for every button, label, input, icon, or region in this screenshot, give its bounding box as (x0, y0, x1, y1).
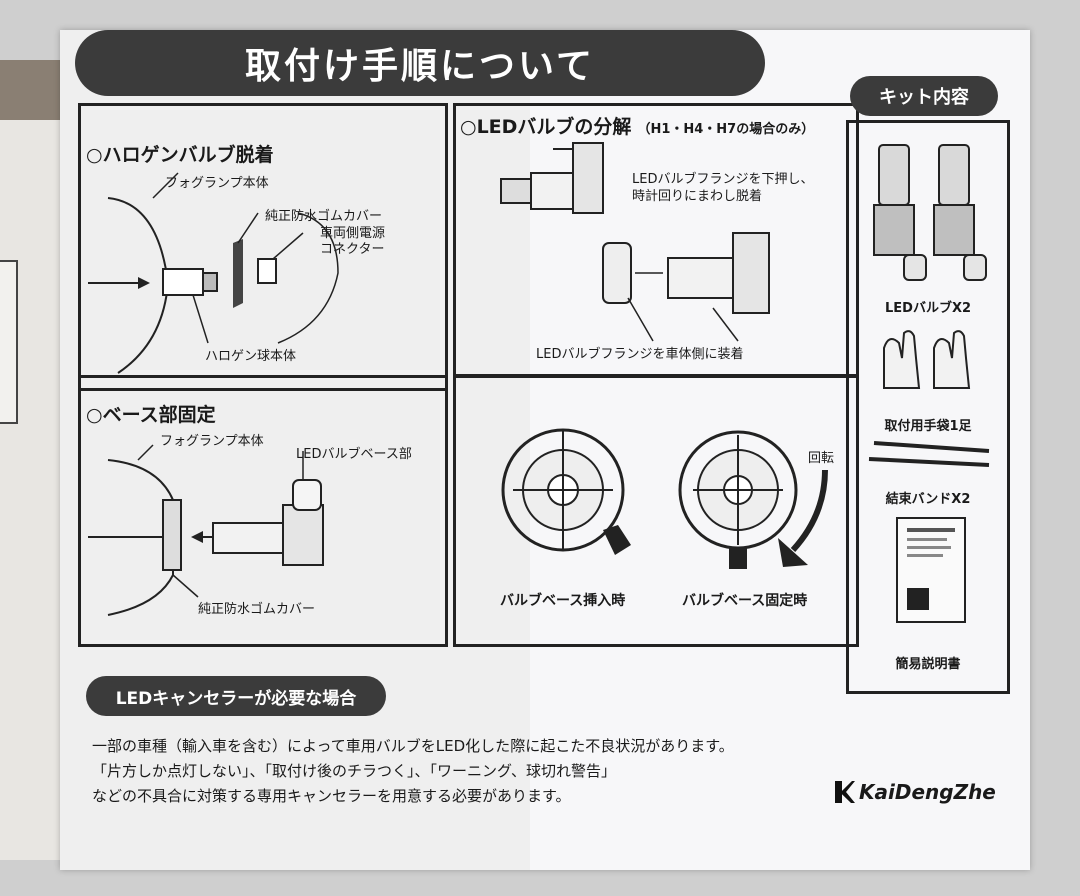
kit-item-manual: 簡易説明書 (895, 657, 961, 672)
kit-item-led-bulbs: LEDバルブX2 (884, 301, 972, 316)
label-bulb-body: ハロゲン球本体 (205, 349, 297, 364)
canceller-title: LEDキャンセラーが必要な場合 (86, 676, 386, 716)
label-flange-mount: LEDバルブフランジを車体側に装着 (536, 347, 744, 362)
label-flange-note-1: LEDバルブフランジを下押し、 (632, 172, 814, 187)
brand-logo-icon (835, 781, 855, 803)
panel-led-title-text: ○LEDバルブの分解 (460, 116, 632, 138)
label-power-connector-1: 車両側電源 (320, 226, 386, 241)
gloves-icon (883, 330, 971, 389)
label-insert: バルブベース挿入時 (500, 593, 626, 609)
led-bulbs-icon (873, 144, 987, 281)
label-base-fog-body: フォグランプ本体 (160, 434, 264, 449)
label-fog-body: フォグランプ本体 (165, 176, 269, 191)
panel-halogen (78, 103, 448, 391)
label-rubber-cover: 純正防水ゴムカバー (265, 209, 383, 224)
brand-name: KaiDengZhe (859, 780, 996, 804)
page-title: 取付け手順について (75, 30, 765, 96)
canceller-line-2: 「片方しか点灯しない」、「取付け後のチラつく」、「ワーニング、球切れ警告」 (92, 762, 616, 780)
cable-ties-icon (868, 441, 990, 467)
panel-halogen-title: ○ハロゲンバルブ脱着 (86, 144, 274, 166)
label-led-base: LEDバルブベース部 (296, 447, 412, 462)
background-booklet (0, 60, 71, 860)
kit-contents-box: LEDバルブX2 取付用手袋1足 結束バンドX2 簡易説明書 (846, 120, 1010, 694)
label-base-rubber-cover: 純正防水ゴムカバー (198, 602, 316, 617)
brand-logo: KaiDengZhe (835, 780, 996, 804)
manual-icon (896, 517, 966, 623)
panel-rotation (453, 375, 859, 647)
label-rotate: 回転 (808, 451, 835, 466)
panel-base-fix (78, 375, 448, 647)
label-fixed: バルブベース固定時 (682, 593, 808, 609)
base-fix-diagram (88, 444, 324, 616)
label-flange-note-2: 時計回りにまわし脱着 (632, 189, 763, 204)
background-box (0, 260, 18, 424)
canceller-line-1: 一部の車種（輸入車を含む）によって車用バルブをLED化した際に起こた不良状況があ… (92, 737, 734, 755)
kit-title: キット内容 (850, 76, 998, 116)
canceller-line-3: などの不具合に対策する専用キャンセラーを用意する必要があります。 (92, 787, 571, 805)
halogen-diagram (88, 172, 339, 374)
panel-led-title: ○LEDバルブの分解 （H1・H4・H7の場合のみ） (460, 112, 814, 139)
background-band (0, 60, 70, 120)
kit-item-gloves: 取付用手袋1足 (884, 419, 972, 434)
led-disassembly-diagram (500, 142, 770, 342)
rotation-diagram (501, 428, 828, 569)
kit-item-cable-ties: 結束バンドX2 (885, 492, 971, 507)
panel-led-subtitle: （H1・H4・H7の場合のみ） (637, 122, 815, 137)
panel-base-title: ○ベース部固定 (86, 404, 216, 426)
